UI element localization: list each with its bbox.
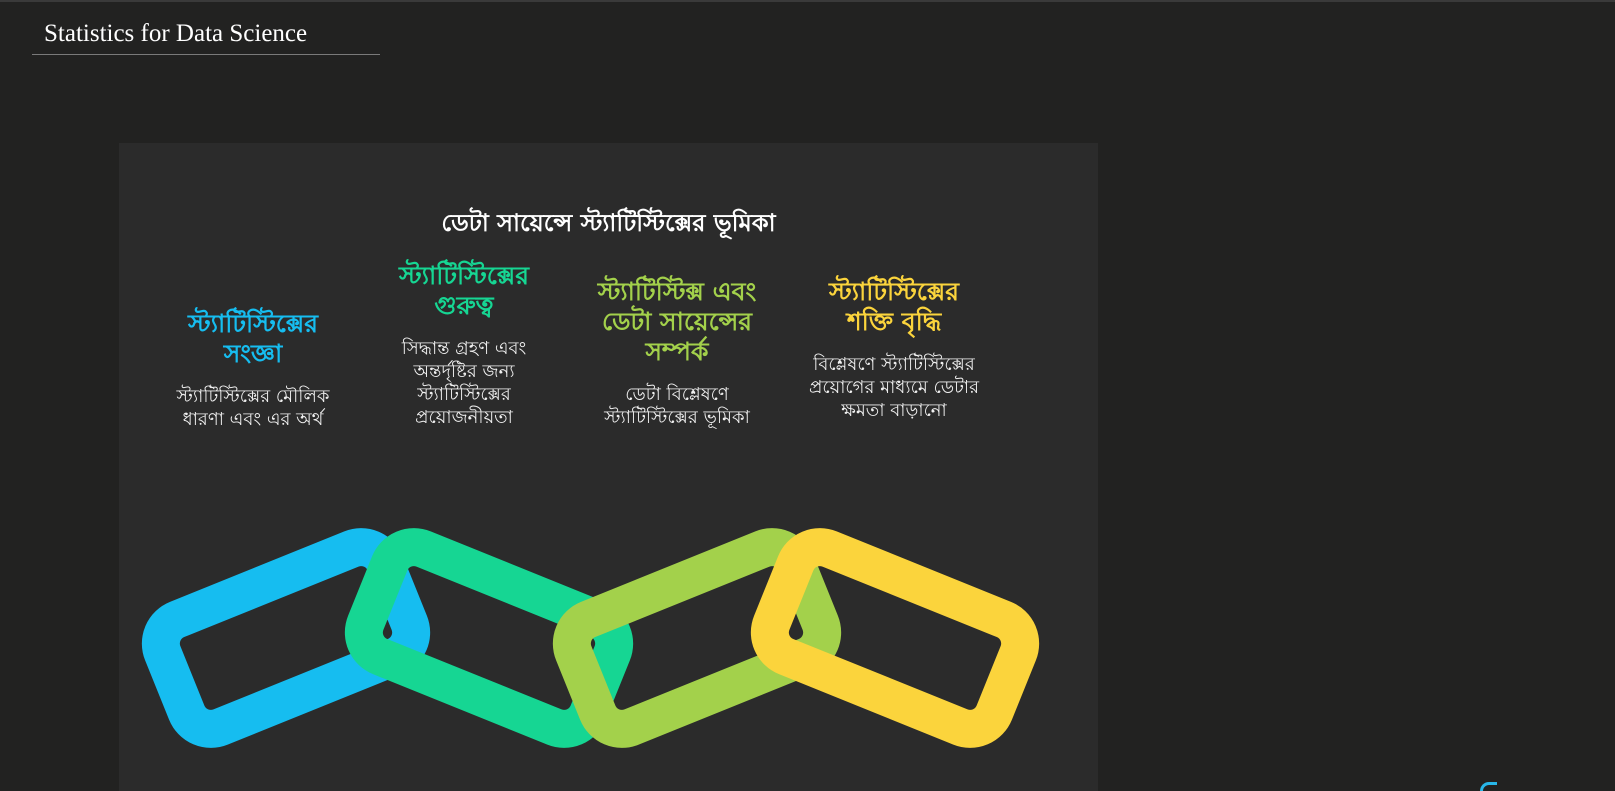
slide-image: ডেটা সায়েন্সে স্ট্যাটিস্টিক্সের ভূমিকা … xyxy=(119,143,1098,791)
card-description: সিদ্ধান্ত গ্রহণ এবং অন্তর্দৃষ্টির জন্য স… xyxy=(401,338,527,428)
chain-illustration xyxy=(141,528,1040,748)
card-importance: স্ট্যাটিস্টিক্সের গুরুত্ব সিদ্ধান্ত গ্রহ… xyxy=(384,261,544,429)
corner-swoosh-icon xyxy=(1480,782,1497,791)
card-relationship: স্ট্যাটিস্টিক্স এবং ডেটা সায়েন্সের সম্প… xyxy=(582,277,772,429)
card-title: স্ট্যাটিস্টিক্সের শক্তি বৃদ্ধি xyxy=(829,277,959,336)
slide-heading: ডেটা সায়েন্সে স্ট্যাটিস্টিক্সের ভূমিকা xyxy=(441,209,776,237)
card-description: ডেটা বিশ্লেষণে স্ট্যাটিস্টিক্সের ভূমিকা xyxy=(604,384,750,428)
card-title: স্ট্যাটিস্টিক্সের গুরুত্ব xyxy=(399,261,529,320)
chain-link-icon xyxy=(552,528,842,748)
card-power-boost: স্ট্যাটিস্টিক্সের শক্তি বৃদ্ধি বিশ্লেষণে… xyxy=(805,277,983,422)
window-top-border xyxy=(0,0,1615,2)
card-title: স্ট্যাটিস্টিক্স এবং ডেটা সায়েন্সের সম্প… xyxy=(597,277,757,366)
card-title: স্ট্যাটিস্টিক্সের সংজ্ঞা xyxy=(188,309,318,368)
page-title: Statistics for Data Science xyxy=(44,20,308,47)
card-definition: স্ট্যাটিস্টিক্সের সংজ্ঞা স্ট্যাটিস্টিক্স… xyxy=(163,309,343,431)
card-description: স্ট্যাটিস্টিক্সের মৌলিক ধারণা এবং এর অর্… xyxy=(176,386,330,430)
card-description: বিশ্লেষণে স্ট্যাটিস্টিক্সের প্রয়োগের মা… xyxy=(808,354,980,421)
page-header: Statistics for Data Science xyxy=(32,20,380,55)
chain-link-icon xyxy=(750,528,1040,748)
